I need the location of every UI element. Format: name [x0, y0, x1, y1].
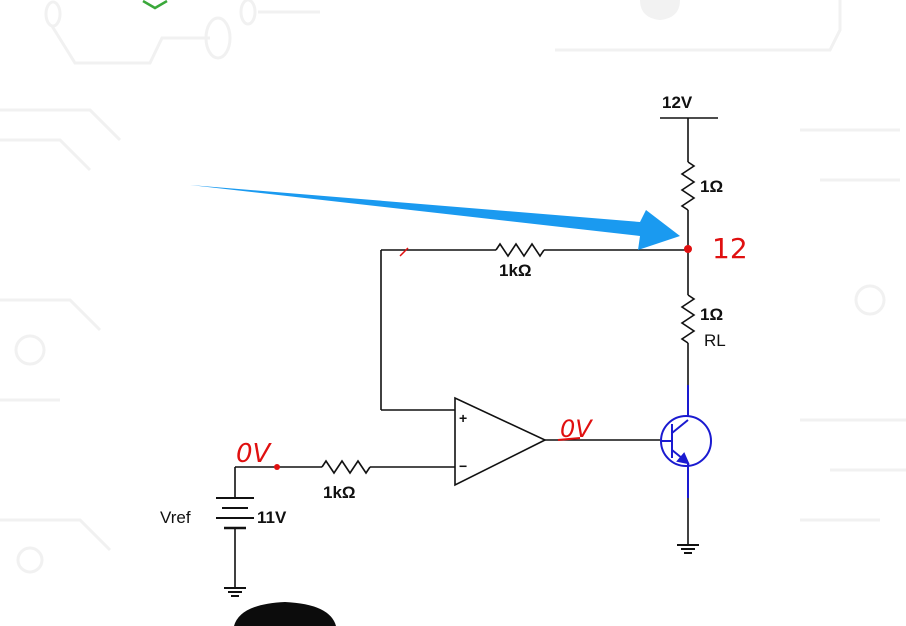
r-load-label: 1Ω: [700, 305, 723, 324]
resistor-feedback: [495, 242, 545, 258]
pen-mark: [399, 247, 409, 257]
pen-mark: [557, 437, 581, 441]
node-dot: [684, 245, 692, 253]
resistor-input: [321, 459, 371, 475]
opamp-minus: −: [459, 458, 467, 474]
annotation-input-node: 0V: [236, 439, 273, 469]
r-load-name: RL: [704, 331, 726, 350]
annotation-output-node: 0V: [560, 415, 593, 443]
check-icon: [142, 0, 168, 10]
transistor: [660, 385, 712, 498]
r-feedback-label: 1kΩ: [499, 261, 532, 280]
vref-name: Vref: [160, 508, 191, 527]
opamp-plus: +: [459, 410, 467, 426]
vref-value: 11V: [257, 508, 287, 527]
wires: [216, 117, 718, 597]
resistor-load: [680, 294, 696, 344]
r-top-label: 1Ω: [700, 177, 723, 196]
opamp: [454, 396, 547, 487]
background-blob: [640, 0, 680, 20]
node-dot: [274, 464, 280, 470]
presenter-head: [234, 602, 336, 626]
resistor-top: [680, 161, 696, 211]
annotation-collector-node: 12: [712, 232, 748, 265]
arrow-annotation: [190, 185, 680, 250]
supply-label: 12V: [662, 93, 693, 112]
r-input-label: 1kΩ: [323, 483, 356, 502]
background-pattern: [0, 0, 906, 574]
